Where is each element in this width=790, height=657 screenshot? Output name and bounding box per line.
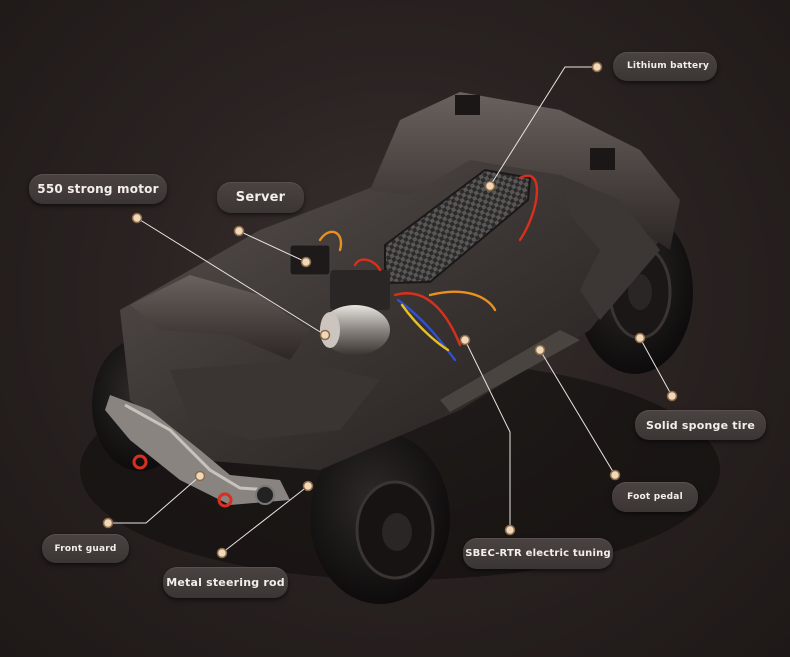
dot-pedal-target: [534, 344, 546, 356]
dot-sbec-target: [459, 334, 471, 346]
label-lithium-battery: Lithium battery: [613, 52, 717, 81]
motor: [320, 305, 390, 355]
dot-motor: [131, 212, 143, 224]
leader-lines: [108, 66, 673, 554]
label-front-guard: Front guard: [42, 534, 129, 563]
leader-guard: [108, 475, 201, 524]
leader-pedal: [539, 349, 616, 476]
label-foot-pedal: Foot pedal: [612, 482, 698, 512]
dot-rod-target: [302, 480, 314, 492]
label-550-strong-motor: 550 strong motor: [29, 174, 167, 204]
dot-tire: [666, 390, 678, 402]
dot-guard: [102, 517, 114, 529]
leader-tire: [639, 337, 673, 397]
leader-sbec: [464, 339, 511, 530]
dot-battery-target: [484, 180, 496, 192]
dot-pedal: [609, 469, 621, 481]
dot-sbec: [504, 524, 516, 536]
callout-dots: [102, 61, 678, 559]
dot-guard-target: [194, 470, 206, 482]
leader-rod: [221, 485, 309, 554]
leader-battery: [489, 66, 597, 187]
dot-rod: [216, 547, 228, 559]
front-right-tire: [310, 432, 450, 604]
label-solid-sponge-tire: Solid sponge tire: [635, 410, 766, 440]
dot-tire-target: [634, 332, 646, 344]
dot-server: [233, 225, 245, 237]
front-bumper: [105, 395, 290, 505]
leader-server: [238, 230, 307, 263]
dot-server-target: [300, 256, 312, 268]
dot-motor-target: [319, 329, 331, 341]
dot-battery: [591, 61, 603, 73]
label-metal-steering-rod: Metal steering rod: [163, 567, 288, 598]
front-fender: [130, 275, 310, 360]
label-server: Server: [217, 182, 304, 213]
leader-motor: [136, 217, 326, 336]
label-sbec-rtr-electric-tuning: SBEC-RTR electric tuning: [463, 538, 613, 569]
rear-fender: [370, 92, 680, 250]
wiring: [318, 174, 539, 362]
